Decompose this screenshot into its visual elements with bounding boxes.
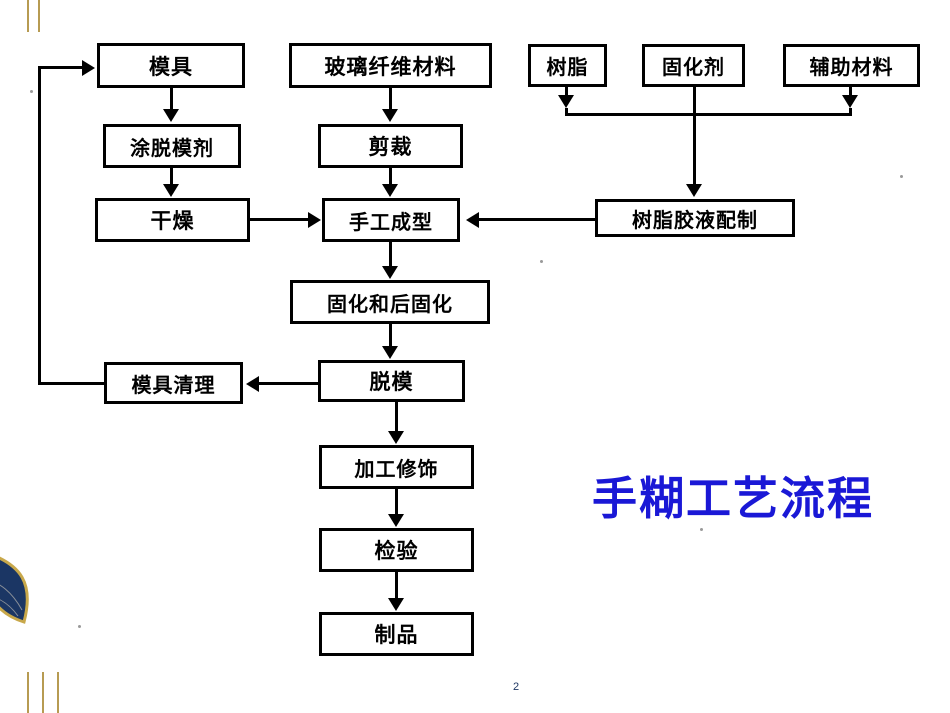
arrowhead-drying-to-handlayup xyxy=(308,212,321,228)
node-apply-release-agent[interactable]: 涂脱模剂 xyxy=(103,124,241,168)
arrowhead-resinmix-to-handlayup xyxy=(466,212,479,228)
arrowhead-handlayup-to-curing xyxy=(382,266,398,279)
edge-demold-to-finishing xyxy=(395,402,398,432)
edge-cutting-to-handlayup xyxy=(389,168,392,185)
node-drying[interactable]: 干燥 xyxy=(95,198,250,242)
decor-gold-line-bottom-2 xyxy=(42,672,44,713)
arrowhead-glassfiber-to-cutting xyxy=(382,109,398,122)
node-hardener[interactable]: 固化剂 xyxy=(642,44,745,87)
arrowhead-finishing-to-inspection xyxy=(388,514,404,527)
scan-speck xyxy=(900,175,903,178)
diagram-title: 手糊工艺流程 xyxy=(592,472,875,525)
scan-speck xyxy=(540,260,543,263)
decor-gold-line-top-2 xyxy=(38,0,40,32)
edge-finishing-to-inspection xyxy=(395,489,398,515)
node-mold[interactable]: 模具 xyxy=(97,43,245,88)
decor-gold-line-bottom-1 xyxy=(27,672,29,713)
edge-hardener-to-resinmix xyxy=(693,87,696,185)
edge-auxmaterial-to-junction xyxy=(849,87,852,97)
arrowhead-curing-to-demold xyxy=(382,346,398,359)
scan-speck xyxy=(700,528,703,531)
scan-speck xyxy=(30,90,33,93)
node-auxiliary-material[interactable]: 辅助材料 xyxy=(783,44,920,87)
page-number: 2 xyxy=(512,681,520,693)
node-inspection[interactable]: 检验 xyxy=(319,528,474,572)
node-resin[interactable]: 树脂 xyxy=(528,44,607,87)
arrowhead-auxmaterial-to-junction xyxy=(842,95,858,108)
arrowhead-cutting-to-handlayup xyxy=(382,184,398,197)
edge-junction-bar xyxy=(565,113,852,116)
arrowhead-demold-to-finishing xyxy=(388,431,404,444)
edge-mold-to-releaseagent xyxy=(170,88,173,111)
scan-speck xyxy=(78,625,81,628)
node-cutting[interactable]: 剪裁 xyxy=(318,124,463,168)
edge-releaseagent-to-drying xyxy=(170,168,173,185)
arrowhead-resin-to-junction xyxy=(558,95,574,108)
arrowhead-releaseagent-to-drying xyxy=(163,184,179,197)
decor-gold-line-bottom-3 xyxy=(57,672,59,713)
edge-moldclean-loop-bottom xyxy=(38,382,106,385)
edge-junction-bar-right-stub xyxy=(849,108,852,116)
node-machining-finishing[interactable]: 加工修饰 xyxy=(319,445,474,489)
edge-moldclean-loop-top xyxy=(38,66,83,69)
edge-inspection-to-product xyxy=(395,572,398,599)
node-curing-and-post-curing[interactable]: 固化和后固化 xyxy=(290,280,490,324)
node-mold-cleaning[interactable]: 模具清理 xyxy=(104,362,243,404)
node-product[interactable]: 制品 xyxy=(319,612,474,656)
decor-gold-line-top-1 xyxy=(27,0,29,32)
edge-handlayup-to-curing xyxy=(389,242,392,267)
decor-leaf-shape xyxy=(0,548,42,626)
arrowhead-mold-to-releaseagent xyxy=(163,109,179,122)
edge-junction-bar-left-stub xyxy=(565,108,568,116)
edge-resin-to-junction xyxy=(565,87,568,97)
node-resin-glue-preparation[interactable]: 树脂胶液配制 xyxy=(595,199,795,237)
arrowhead-inspection-to-product xyxy=(388,598,404,611)
arrowhead-demold-to-moldclean xyxy=(246,376,259,392)
edge-resinmix-to-handlayup xyxy=(478,218,598,221)
node-demolding[interactable]: 脱模 xyxy=(318,360,465,402)
arrowhead-moldclean-to-mold xyxy=(82,60,95,76)
edge-demold-to-moldclean xyxy=(258,382,320,385)
edge-curing-to-demold xyxy=(389,324,392,347)
edge-moldclean-loop-left xyxy=(38,66,41,385)
node-glass-fiber-material[interactable]: 玻璃纤维材料 xyxy=(289,43,492,88)
edge-drying-to-handlayup xyxy=(250,218,310,221)
edge-glassfiber-to-cutting xyxy=(389,88,392,111)
arrowhead-hardener-to-resinmix xyxy=(686,184,702,197)
node-hand-lay-up[interactable]: 手工成型 xyxy=(322,198,460,242)
